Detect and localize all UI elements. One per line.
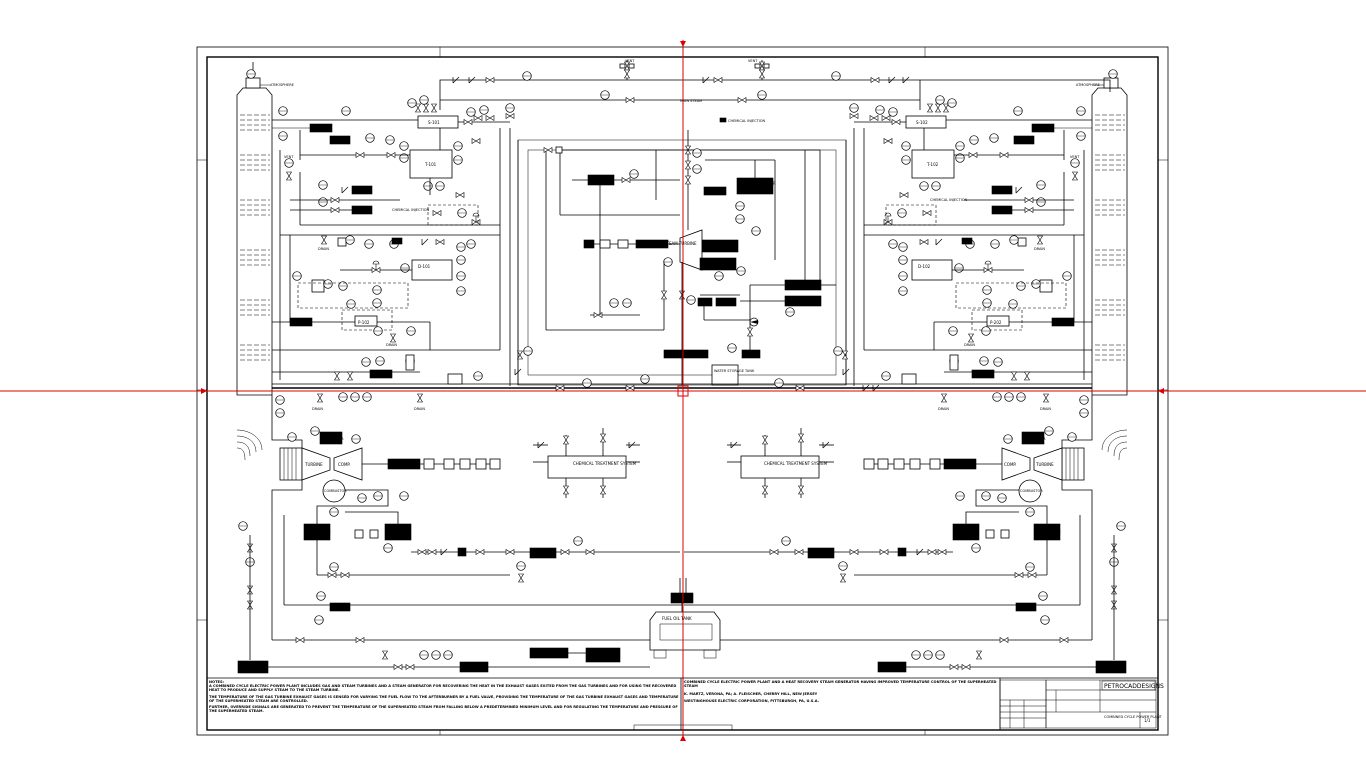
deaerator-right-label: D-102 — [918, 264, 931, 269]
gas-turbine-right-group: TURBINE COMP. AIR COOLER COMBUSTOR GENER… — [684, 426, 1127, 674]
water-storage-tank-label: WATER STORAGE TANK — [714, 369, 755, 373]
drum-left-label: S-101 — [428, 120, 440, 125]
filter-house-left-label: FILTER HOUSE — [306, 530, 331, 534]
fuel-pump-center-label: FILTER SEP. — [588, 652, 608, 656]
chem-treat-right-label: CHEMICAL TREATMENT SYSTEM — [764, 461, 828, 466]
side-risers — [272, 128, 1092, 386]
steam-turbine-label: STEAM TURBINE — [664, 241, 697, 246]
vent-top-a: VENT — [625, 59, 635, 63]
notes-heading: NOTES: — [209, 680, 224, 684]
fuel-oil-tank-label: FUEL OIL TANK — [662, 616, 692, 621]
tank-right-label: T-102 — [926, 162, 939, 167]
drain-right-2: DRAIN — [964, 343, 975, 347]
drain-left-2: DRAIN — [386, 343, 397, 347]
drum-right-group: S-102 T-102 CHEMICAL INJECTION VENT DRAI… — [849, 95, 1092, 379]
notes-para-1: A COMBINED CYCLE ELECTRIC POWER PLANT IN… — [209, 684, 677, 693]
hp-valve-left-label: P-102 — [358, 320, 370, 325]
fuel-oil-pump-label: PUMP — [673, 597, 683, 601]
flue-gas-right-label: FLUE GAS — [1098, 665, 1116, 669]
top-steam-header: MAIN STEAM VENT VENT CHEMICAL INJECTION — [252, 59, 1111, 129]
heater-center-label: H-101 — [592, 178, 605, 183]
chemical-injection-left-label: CHEMICAL INJECTION — [392, 208, 430, 212]
chemical-treatment-left: CHEMICAL TREATMENT SYSTEM — [533, 428, 640, 498]
bottom-scale-tabs — [633, 724, 733, 731]
generator-g-label: G — [585, 243, 588, 247]
company-name: PETROCADDESIGNS — [1104, 683, 1164, 690]
compressor-left-label: COMP. — [338, 462, 350, 467]
pump-right-label: PUMP — [1018, 606, 1028, 610]
air-cooler-right-label: AIR COOLER — [1024, 437, 1046, 441]
compressor-right-label: COMP. — [1004, 462, 1016, 467]
vent-left-1: VENT — [284, 155, 294, 159]
sheet-number: 1/1 — [1144, 718, 1151, 723]
gas-turbine-left-group: TURBINE COMP. AIR COOLER COMBUSTOR GENER… — [237, 426, 682, 674]
strainer-right-label: STRAINER — [880, 666, 898, 670]
hp-valve-right-label: P-202 — [990, 320, 1002, 325]
fuel-oil-tank-group: PUMP FUEL OIL TANK — [649, 578, 721, 659]
vent-right-1: VENT — [1070, 155, 1080, 159]
reference-line-3: WESTINGHOUSE ELECTRIC CORPORATION, PITTS… — [684, 699, 819, 704]
reference-line-2: K. MARTZ, VERONA, PA; A. FLEISCHER, CHER… — [684, 691, 818, 696]
project-name: COMBINED CYCLE POWER PLANT — [1104, 715, 1163, 719]
reference-text-region: COMBINED CYCLE ELECTRIC POWER PLANT AND … — [684, 680, 997, 704]
atmosphere-right-label: ATMOSPHERE — [1076, 83, 1100, 87]
makeup-water-label: MAKEUP WATER — [666, 353, 694, 357]
air-cooler-left-label: AIR COOLER — [322, 437, 344, 441]
hrsg-left: ATMOSPHERE — [236, 69, 303, 510]
main-condensate-header: DRAIN DRAIN DRAIN DRAIN — [272, 346, 1092, 442]
central-steam-cycle: H-101 COOLING TOWER STEAM TURBINE GENERA… — [517, 130, 847, 386]
deaerator-left-label: D-101 — [418, 264, 431, 269]
flue-gas-left-label: FLUE GAS — [240, 665, 258, 669]
atmosphere-left-label: ATMOSPHERE — [270, 83, 294, 87]
chemical-injection-top-label: CHEMICAL INJECTION — [728, 119, 766, 123]
generator-main-label: GENERATOR — [706, 244, 731, 249]
combustor-right-label: COMBUSTOR — [1020, 489, 1043, 493]
hrsg-right: ATMOSPHERE — [1061, 69, 1128, 510]
chemical-injection-right-label: CHEMICAL INJECTION — [930, 198, 968, 202]
drain-left-1: DRAIN — [318, 247, 329, 251]
drain-main-1: DRAIN — [312, 407, 323, 411]
fuel-heater-right-label: FUEL HEATER — [810, 552, 834, 556]
generator-right-label: GENERATOR — [946, 463, 968, 467]
reference-line-1: COMBINED CYCLE ELECTRIC POWER PLANT AND … — [684, 680, 997, 689]
tank-left-label: T-101 — [424, 162, 437, 167]
drain-right-1: DRAIN — [1034, 247, 1045, 251]
drum-left-group: S-101 T-101 CHEMICAL INJECTION VENT DRAI… — [272, 95, 515, 379]
notes-para-2: THE TEMPERATURE OF THE GAS TURBINE EXHAU… — [209, 694, 679, 703]
notes-para-3: FURTHER, OVERRIDE SIGNALS ARE GENERATED … — [209, 705, 678, 714]
filter-house-right-label: FILTER HOUSE — [1036, 530, 1061, 534]
chemical-treatment-right: CHEMICAL TREATMENT SYSTEM — [727, 428, 834, 498]
fuel-pump-left-label: FUEL PUMP — [387, 530, 407, 534]
exhaust-label: EXH. TURBINE — [704, 262, 733, 267]
strainer-left-label: STRAINER — [462, 666, 480, 670]
notes-text-region: NOTES: A COMBINED CYCLE ELECTRIC POWER P… — [209, 680, 679, 714]
gas-supply-label: GAS SUPPLY — [533, 652, 555, 656]
chem-treat-left-label: CHEMICAL TREATMENT SYSTEM — [573, 461, 637, 466]
gas-turbine-left-label: TURBINE — [304, 462, 323, 467]
top-header-label: MAIN STEAM — [680, 99, 702, 103]
drain-main-3: DRAIN — [938, 407, 949, 411]
cooling-tower-label: COOLING TOWER — [741, 181, 776, 186]
dm-water-tank-label: DM WATER — [789, 299, 811, 304]
generator-left-label: GENERATOR — [390, 463, 412, 467]
fuel-pump-right-label: FUEL PUMP — [955, 530, 975, 534]
gas-turbine-right-label: TURBINE — [1035, 462, 1054, 467]
title-block — [999, 679, 1157, 729]
pump-left-label: PUMP — [332, 606, 342, 610]
vent-top-b: VENT — [748, 59, 758, 63]
drum-right-label: S-102 — [916, 120, 928, 125]
combustor-left-label: COMBUSTOR — [324, 489, 347, 493]
red-crosshair-cursor — [0, 40, 1366, 741]
drain-main-4: DRAIN — [1040, 407, 1051, 411]
fuel-heater-left-label: FUEL HEATER — [532, 552, 556, 556]
drain-main-2: DRAIN — [414, 407, 425, 411]
dm-water-label: DM WATER — [789, 283, 811, 288]
